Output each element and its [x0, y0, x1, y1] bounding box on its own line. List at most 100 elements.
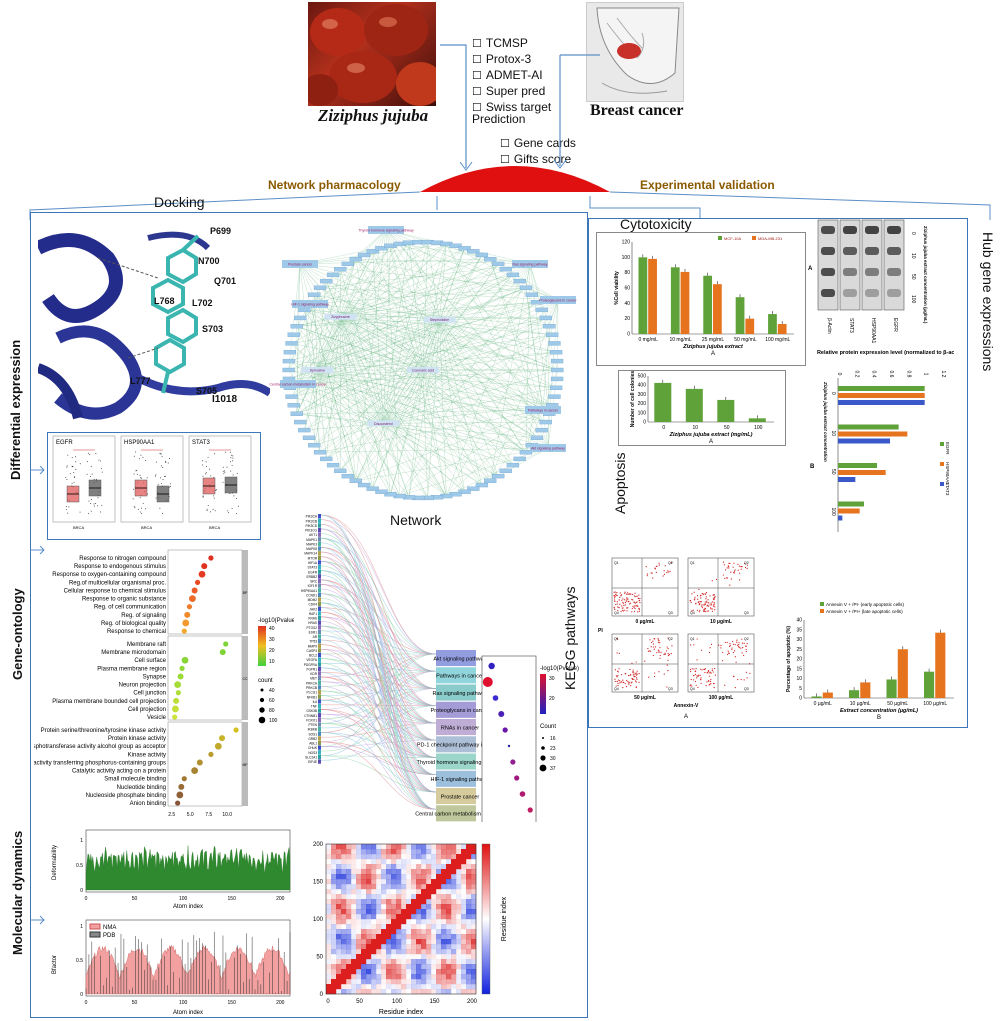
- sample-point: [138, 458, 140, 460]
- sankey-link: [320, 699, 437, 776]
- heatmap-cell: [421, 874, 427, 880]
- heatmap-cell: [426, 934, 432, 940]
- quadrant-label: Q2: [744, 637, 749, 641]
- heatmap-cell: [401, 874, 407, 880]
- heatmap-cell: [331, 914, 337, 920]
- network-edge: [439, 317, 546, 320]
- residue-label: P699: [210, 226, 232, 236]
- heatmap-cell: [391, 989, 397, 995]
- heatmap-cell: [471, 899, 477, 905]
- heatmap-cell: [346, 929, 352, 935]
- gene-label: EIF4E: [308, 760, 317, 764]
- event-point: [628, 682, 630, 684]
- gene-bar: [318, 745, 321, 750]
- bar: [638, 257, 648, 334]
- event-point: [700, 677, 702, 679]
- quadrant-label: Q4: [690, 611, 695, 615]
- event-point: [618, 668, 620, 670]
- heatmap-cell: [461, 924, 467, 930]
- gene-node: [539, 315, 552, 321]
- heatmap-cell: [401, 939, 407, 945]
- category-label: 0: [830, 392, 836, 395]
- quadrant-label: Q3: [668, 687, 673, 691]
- heatmap-cell: [431, 909, 437, 915]
- heatmap-cell: [356, 859, 361, 864]
- y-tick-label: 400: [638, 383, 647, 389]
- heatmap-cell: [376, 864, 382, 870]
- heatmap-cell: [361, 984, 367, 990]
- network-edge: [317, 302, 538, 371]
- cytotox-panel: [596, 232, 806, 366]
- heatmap-cell: [366, 954, 372, 960]
- event-point: [732, 566, 734, 568]
- heatmap-cell: [461, 854, 467, 860]
- heatmap-cell: [331, 899, 337, 905]
- network-edge: [383, 421, 546, 424]
- network-edge: [383, 263, 499, 424]
- pathway-node: [540, 296, 576, 304]
- heatmap-cell: [426, 919, 432, 925]
- x-axis-label: Residue index: [379, 1009, 424, 1016]
- network-edge: [296, 383, 299, 414]
- event-point: [660, 651, 662, 653]
- heatmap-cell: [371, 959, 377, 965]
- pathway-label: Akt signaling pathway: [433, 656, 486, 662]
- heatmap-cell: [336, 904, 342, 910]
- heatmap-cell: [456, 864, 462, 870]
- bar: [849, 690, 860, 698]
- heatmap-cell: [351, 959, 357, 965]
- x-tick-label: 10: [692, 425, 698, 431]
- heatmap-cell: [381, 909, 387, 915]
- sankey-link: [320, 588, 437, 741]
- heatmap-cell: [331, 849, 337, 855]
- gene-label: NFKB1: [307, 695, 318, 699]
- x-tick-label: 0 µg/mL: [814, 701, 832, 707]
- heatmap-cell: [411, 849, 417, 855]
- heatmap-cell: [451, 959, 457, 965]
- sankey-link: [320, 685, 437, 793]
- gene-bar: [318, 620, 321, 625]
- heatmap-cell: [381, 959, 387, 965]
- gene-label: JAK2: [309, 607, 317, 611]
- heatmap-cell: [351, 924, 357, 930]
- heatmap-cell: [431, 929, 436, 934]
- gene-label: MAPK8: [306, 547, 317, 551]
- sample-point: [229, 493, 231, 495]
- heatmap-cell: [371, 894, 377, 900]
- heatmap-cell: [441, 974, 447, 980]
- sample-point: [223, 473, 225, 475]
- heatmap-cell: [421, 969, 427, 975]
- heatmap-cell: [471, 974, 477, 980]
- heatmap-cell: [391, 964, 397, 970]
- gene-node: [308, 443, 321, 448]
- cytotoxicity-label: Cytotoxicity: [620, 216, 692, 232]
- sample-point: [89, 453, 91, 455]
- network-edge: [355, 423, 384, 481]
- heatmap-cell: [331, 959, 337, 965]
- heatmap-cell: [391, 854, 397, 860]
- blot-band: [887, 268, 901, 276]
- legend-title: -log10(Pvalue): [540, 666, 579, 672]
- event-point: [742, 654, 745, 657]
- sample-point: [225, 451, 227, 453]
- compound-node-label: Stepholidine: [430, 318, 449, 322]
- sankey-link: [320, 616, 437, 793]
- network-edge: [439, 287, 527, 320]
- heatmap-cell: [446, 919, 452, 925]
- x-tick-label: 50 µg/mL: [887, 701, 908, 707]
- heatmap-cell: [436, 989, 442, 995]
- heatmap-cell: [466, 929, 472, 935]
- gene-node: [484, 478, 497, 484]
- event-point: [705, 598, 707, 600]
- event-point: [734, 644, 736, 646]
- heatmap-cell: [401, 964, 407, 970]
- heatmap-cell: [426, 954, 432, 960]
- heatmap-cell: [351, 889, 357, 895]
- heatmap-cell: [456, 984, 462, 990]
- go-term-label: Nucleoside phosphate binding: [86, 793, 166, 799]
- tool-item-continued: Prediction: [472, 112, 526, 126]
- heatmap-cell: [371, 979, 377, 985]
- heatmap-cell: [361, 889, 367, 895]
- heatmap-cell: [331, 954, 336, 959]
- heatmap-cell: [351, 884, 357, 890]
